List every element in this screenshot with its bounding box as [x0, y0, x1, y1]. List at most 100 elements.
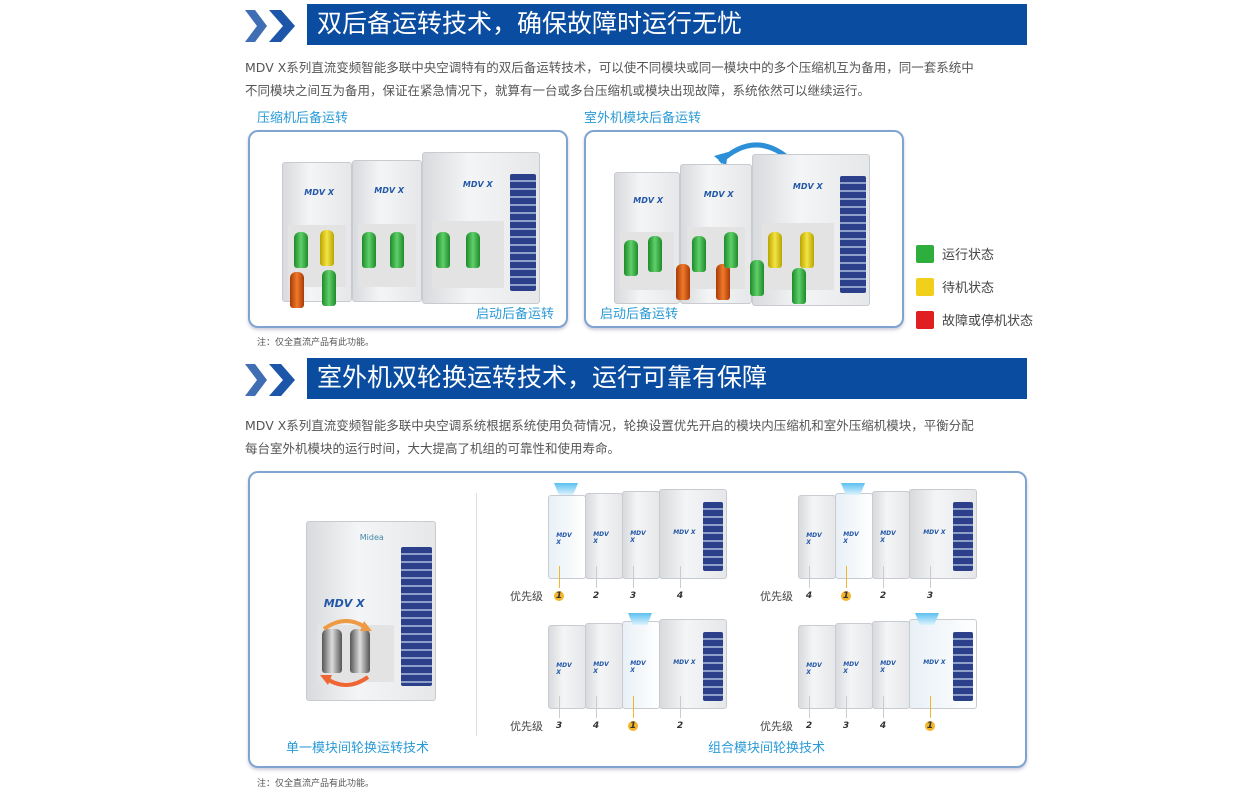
priority-row: 优先级 2 3 4 1 — [760, 696, 1000, 734]
panel-label: 室外机模块后备运转 — [584, 111, 702, 126]
rotation-arrow-icon — [714, 142, 790, 166]
priority-number: 2 — [592, 591, 600, 601]
outdoor-unit: MDV X — [659, 489, 727, 579]
left-caption: 单一模块间轮换运转技术 — [286, 741, 430, 756]
compressor-standby — [768, 232, 782, 268]
compressor-running — [466, 232, 480, 268]
compressor-running — [792, 268, 806, 304]
priority-number: 2 — [879, 591, 887, 601]
outdoor-unit: MDV X — [872, 491, 910, 579]
airflow-icon — [841, 483, 865, 495]
outdoor-unit: MDV X — [798, 495, 836, 579]
airflow-icon — [628, 613, 652, 625]
compressor-running — [750, 260, 764, 296]
outdoor-unit: MDV X — [909, 489, 977, 579]
legend-item: 运行状态 — [916, 244, 994, 263]
compressor-running — [362, 232, 376, 268]
priority-number: 4 — [879, 721, 887, 731]
priority-label: 优先级 — [760, 590, 793, 603]
compressor-running — [692, 236, 706, 272]
double-chevron-icon — [245, 10, 295, 42]
compressor-fault — [290, 272, 304, 308]
compressor-running — [436, 232, 450, 268]
priority-number: 1 — [925, 721, 935, 731]
divider — [476, 493, 477, 736]
compressor-running — [322, 270, 336, 306]
compressor-fault — [676, 264, 690, 300]
rotation-arrows-icon — [320, 619, 372, 687]
airflow-icon — [554, 483, 578, 495]
panel-caption: 启动后备运转 — [475, 307, 554, 322]
footnote: 注：仅全直流产品有此功能。 — [257, 338, 375, 348]
compressor — [322, 629, 342, 673]
paragraph-line: 不同模块之间互为备用，保证在紧急情况下，就算有一台或多台压缩机或模块出现故障，系… — [245, 83, 871, 98]
priority-row: 优先级 4 1 2 3 — [760, 566, 1000, 604]
priority-number: 4 — [805, 591, 813, 601]
compressor — [350, 629, 370, 673]
panel-label: 压缩机后备运转 — [257, 111, 349, 126]
outdoor-unit: MDV X — [548, 495, 586, 579]
priority-row: 优先级 3 4 1 2 — [510, 696, 750, 734]
airflow-icon — [915, 613, 939, 625]
priority-number: 4 — [592, 721, 600, 731]
paragraph-line: 每台室外机模块的运行时间，大大提高了机组的可靠性和使用寿命。 — [245, 441, 621, 456]
outdoor-unit: MDV X — [585, 623, 623, 709]
footnote: 注：仅全直流产品有此功能。 — [257, 779, 375, 789]
priority-number: 1 — [841, 591, 851, 601]
paragraph-line: MDV X系列直流变频智能多联中央空调特有的双后备运转技术，可以使不同模块或同一… — [245, 60, 974, 75]
section-paragraph: MDV X系列直流变频智能多联中央空调系统根据系统使用负荷情况，轮换设置优先开启… — [245, 414, 1035, 460]
compressor-running — [724, 232, 738, 268]
outdoor-unit: MDV X — [622, 621, 660, 709]
outdoor-unit: MDV X — [909, 619, 977, 709]
priority-number: 3 — [629, 591, 637, 601]
paragraph-line: MDV X系列直流变频智能多联中央空调系统根据系统使用负荷情况，轮换设置优先开启… — [245, 418, 974, 433]
priority-number: 1 — [554, 591, 564, 601]
priority-number: 3 — [926, 591, 934, 601]
legend-item: 待机状态 — [916, 277, 994, 296]
compressor-standby — [320, 230, 334, 266]
panel-caption: 启动后备运转 — [600, 307, 679, 322]
priority-label: 优先级 — [510, 720, 543, 733]
outdoor-unit: MDV X — [614, 172, 680, 304]
compressor-running — [648, 236, 662, 272]
section-title: 双后备运转技术，确保故障时运行无忧 — [307, 4, 1027, 45]
outdoor-unit: MDV X — [585, 493, 623, 579]
priority-number: 3 — [555, 721, 563, 731]
module-backup-panel: MDV X MDV X MDV X 启动后备运转 — [584, 130, 904, 328]
compressor-standby — [800, 232, 814, 268]
compressor-backup-panel: MDV X MDV X MDV X 启动后备运转 — [248, 130, 568, 328]
outdoor-unit: MDV X — [422, 152, 540, 304]
priority-number: 1 — [628, 721, 638, 731]
priority-label: 优先级 — [510, 590, 543, 603]
legend-item: 故障或停机状态 — [916, 310, 1033, 329]
compressor-running — [390, 232, 404, 268]
right-caption: 组合模块间轮换技术 — [708, 741, 826, 756]
compressor-fault — [716, 264, 730, 300]
outdoor-unit: MDV X — [798, 625, 836, 709]
compressor-running — [624, 240, 638, 276]
priority-number: 2 — [805, 721, 813, 731]
outdoor-unit: MDV X — [352, 160, 422, 302]
section-paragraph: MDV X系列直流变频智能多联中央空调特有的双后备运转技术，可以使不同模块或同一… — [245, 56, 1035, 102]
green-swatch-icon — [916, 244, 934, 263]
outdoor-unit: MDV X — [872, 621, 910, 709]
outdoor-unit: MDV X — [622, 491, 660, 579]
priority-label: 优先级 — [760, 720, 793, 733]
yellow-swatch-icon — [916, 277, 934, 296]
compressor-running — [294, 232, 308, 268]
outdoor-unit: MDV X — [835, 493, 873, 579]
section-title: 室外机双轮换运转技术，运行可靠有保障 — [307, 358, 1027, 399]
red-swatch-icon — [916, 310, 934, 329]
outdoor-unit: MDV X — [659, 619, 727, 709]
outdoor-unit: MDV X — [752, 154, 870, 306]
outdoor-unit: MDV X — [548, 625, 586, 709]
priority-number: 3 — [842, 721, 850, 731]
outdoor-unit: MDV X — [835, 623, 873, 709]
priority-number: 2 — [676, 721, 684, 731]
